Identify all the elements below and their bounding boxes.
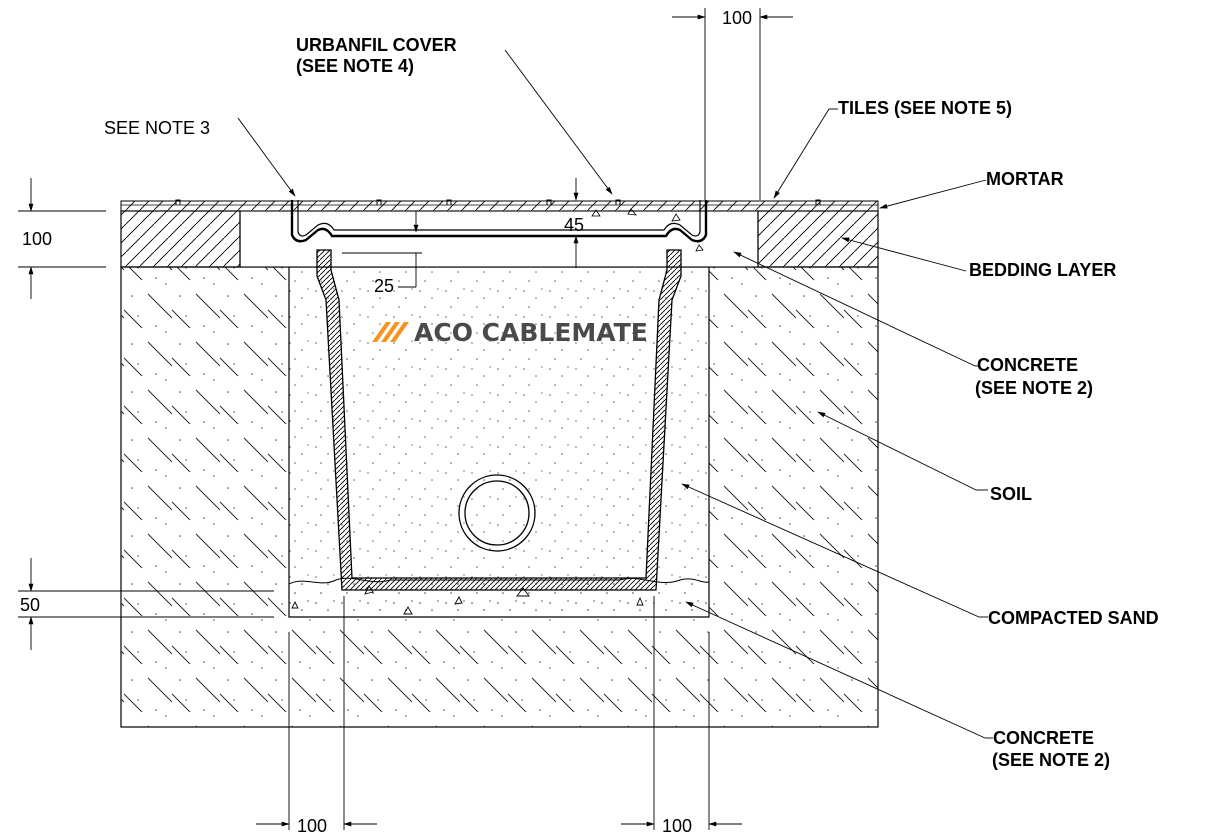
label-see-note-3: SEE NOTE 3	[104, 118, 210, 138]
label-urbanfil-cover-note: (SEE NOTE 4)	[296, 56, 414, 76]
dim-rim-offset: 25	[374, 276, 394, 296]
label-compacted-sand: COMPACTED SAND	[988, 608, 1159, 628]
dim-bottom-left: 100	[297, 816, 327, 835]
aco-logo-icon	[372, 322, 409, 342]
dim-top-right: 100	[722, 8, 752, 28]
label-concrete-top-note: (SEE NOTE 2)	[975, 378, 1093, 398]
label-concrete-bottom: CONCRETE	[993, 728, 1094, 748]
dim-left-upper: 100	[22, 229, 52, 249]
bedding-layer-right	[757, 210, 879, 268]
dim-left-lower: 50	[20, 595, 40, 615]
dim-bottom-right: 100	[662, 816, 692, 835]
brand-name: ACO CABLEMATE	[414, 318, 648, 347]
conduit-pipe	[458, 474, 536, 552]
dimension-lines	[18, 8, 793, 830]
label-bedding-layer: BEDDING LAYER	[969, 260, 1116, 280]
label-soil: SOIL	[990, 484, 1032, 504]
bedding-layer-left	[120, 210, 241, 268]
tiles-and-mortar	[120, 199, 879, 212]
label-concrete-bottom-note: (SEE NOTE 2)	[992, 750, 1110, 770]
leader-lines	[237, 49, 993, 739]
label-tiles: TILES (SEE NOTE 5)	[838, 98, 1012, 118]
urbanfil-cover	[290, 200, 708, 243]
dim-cover-depth: 45	[564, 215, 584, 235]
concrete-surround	[288, 266, 710, 618]
label-mortar: MORTAR	[986, 169, 1064, 189]
cable-pit-body	[316, 249, 682, 591]
label-concrete-top: CONCRETE	[977, 355, 1078, 375]
label-urbanfil-cover: URBANFIL COVER	[296, 35, 457, 55]
